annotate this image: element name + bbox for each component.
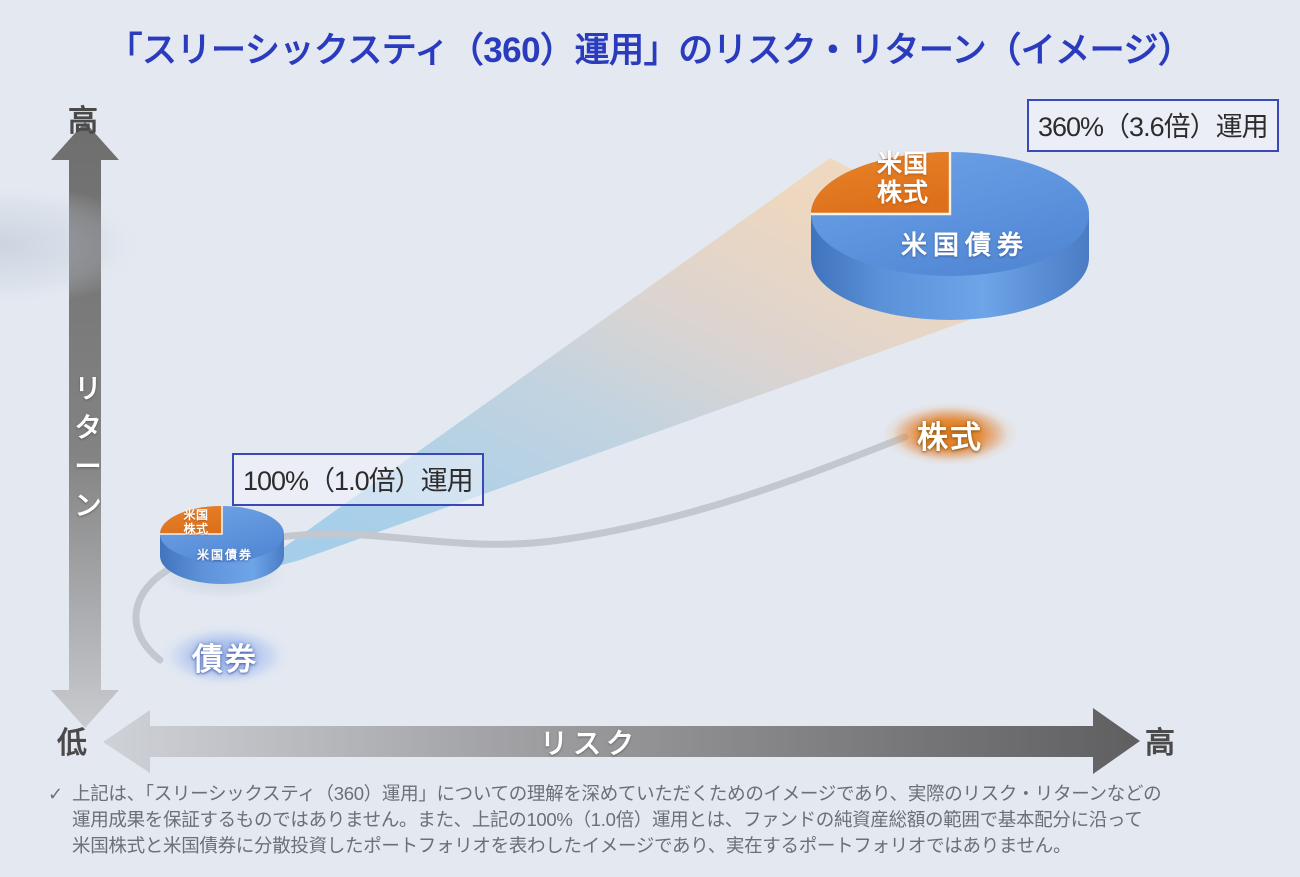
y-axis-high-label: 高 <box>68 105 98 138</box>
risk-return-curve <box>132 433 909 664</box>
x-axis-high-label: 高 <box>1145 727 1175 760</box>
disk-small-equity-line1: 米国 <box>183 508 209 522</box>
callout-360-percent: 360%（3.6倍）運用 <box>1027 99 1279 152</box>
disk-small-bond-label: 米国債券 <box>196 548 253 562</box>
disk-large-360 <box>0 152 1089 320</box>
disk-large-equity-line2: 株式 <box>876 179 929 207</box>
bubble-bond: 債券 <box>160 624 290 688</box>
footnote-line-3: 米国株式と米国債券に分散投資したポートフォリオを表わしたイメージであり、実在する… <box>72 835 1072 856</box>
callout-100-percent: 100%（1.0倍）運用 <box>232 453 484 506</box>
footnote-line-1: 上記は、「スリーシックスティ（360）運用」についての理解を深めていただくための… <box>72 783 1162 804</box>
disk-large-equity-line1: 米国 <box>876 150 929 178</box>
footnote-check-icon: ✓ <box>48 784 63 804</box>
y-axis-arrow <box>51 122 119 728</box>
x-axis-title: リスク <box>540 728 640 759</box>
disk-small-100 <box>150 506 294 602</box>
footnote: ✓ 上記は、「スリーシックスティ（360）運用」についての理解を深めていただくた… <box>48 781 1263 859</box>
y-axis-low-label: 低 <box>57 727 87 760</box>
disk-large-equity-label: 米国 株式 <box>853 150 953 208</box>
footnote-line-2: 運用成果を保証するものではありません。また、上記の100%（1.0倍）運用とは、… <box>72 809 1143 830</box>
disk-small-equity-line2: 株式 <box>183 522 209 536</box>
page-title: 「スリーシックスティ（360）運用」のリスク・リターン（イメージ） <box>107 31 1193 70</box>
bubble-equity: 株式 <box>884 402 1016 466</box>
disk-large-bond-label: 米国債券 <box>900 230 1029 260</box>
x-axis-arrow <box>103 708 1140 774</box>
disk-small-equity-label: 米国 株式 <box>172 508 220 536</box>
footnote-body: 上記は、「スリーシックスティ（360）運用」についての理解を深めていただくための… <box>72 781 1263 859</box>
y-axis-title: リターン <box>74 374 102 521</box>
